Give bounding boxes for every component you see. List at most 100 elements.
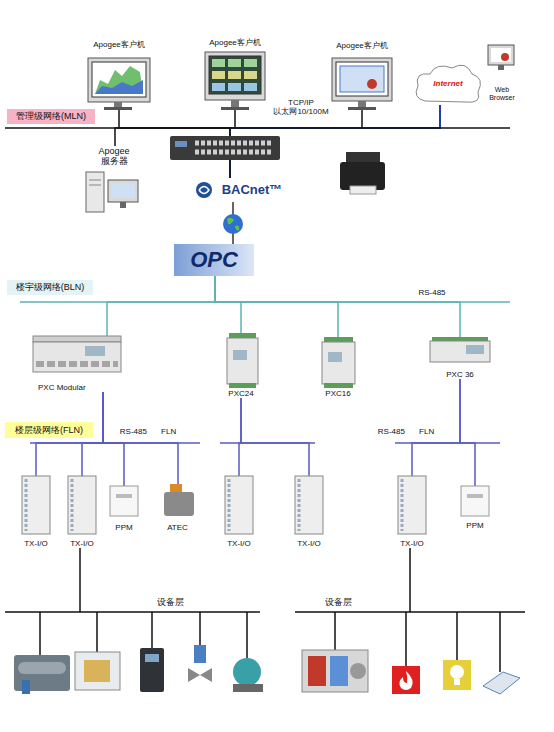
bus-connector bbox=[119, 110, 230, 178]
bln-bus bbox=[20, 301, 510, 303]
node-label: BACnet™ bbox=[222, 183, 283, 198]
equipment-bus bbox=[295, 611, 525, 613]
device-node: TX-I/O bbox=[18, 476, 54, 548]
node-label: TX-I/O bbox=[297, 539, 321, 548]
node-label: Internet bbox=[433, 79, 462, 88]
atec-body bbox=[164, 492, 194, 516]
bus-connector bbox=[107, 276, 215, 336]
node-label: Apogee客户机 bbox=[336, 41, 388, 50]
sensor bbox=[483, 672, 520, 694]
node-label: Apogee 服务器 bbox=[89, 146, 139, 167]
node-label: TX-I/O bbox=[400, 539, 424, 548]
ethernet-switch bbox=[170, 136, 280, 160]
bus-connector bbox=[241, 398, 309, 476]
monitor-stand bbox=[114, 102, 122, 108]
device-node: TX-I/O bbox=[221, 476, 257, 548]
air-handler bbox=[75, 652, 120, 690]
device-node: TX-I/O bbox=[291, 476, 327, 548]
monitor-stand bbox=[231, 100, 239, 107]
device-node: Internet bbox=[413, 62, 483, 105]
globe bbox=[223, 214, 243, 234]
network-label: 设备层 bbox=[150, 597, 190, 607]
screen-chart bbox=[95, 66, 143, 94]
printer-body bbox=[340, 162, 385, 190]
node-label: OPC bbox=[190, 247, 238, 272]
fire-icon bbox=[392, 666, 420, 694]
field-wire bbox=[39, 612, 41, 655]
node-label: Web Browser bbox=[482, 86, 522, 102]
device-node: PPM bbox=[105, 486, 143, 532]
screen-window bbox=[340, 66, 384, 92]
device-node: 管理级网络(MLN) bbox=[7, 109, 95, 124]
field-wire bbox=[499, 612, 501, 672]
node-label: 楼层级网络(FLN) bbox=[15, 425, 83, 435]
controller-rail bbox=[33, 336, 121, 342]
controller-body bbox=[322, 342, 355, 384]
device-node: TX-I/O bbox=[64, 476, 100, 548]
io-terminals bbox=[228, 479, 231, 531]
io-module bbox=[68, 476, 96, 534]
controller-modules bbox=[36, 361, 118, 367]
monitor-frame bbox=[88, 58, 150, 102]
terminal-strip bbox=[432, 337, 488, 342]
monitor-base bbox=[221, 107, 249, 110]
device-node: ATEC bbox=[155, 484, 200, 532]
bus-connector bbox=[215, 276, 460, 337]
network-label: RS-485 bbox=[412, 288, 452, 297]
lighting-icon bbox=[443, 660, 471, 690]
node-label: Apogee客户机 bbox=[93, 40, 145, 49]
bus-connector bbox=[215, 276, 241, 333]
equipment-bus bbox=[5, 611, 260, 613]
monitor-screen bbox=[336, 62, 388, 96]
node-label: Apogee客户机 bbox=[209, 38, 261, 47]
monitor-frame bbox=[488, 45, 514, 65]
mln-bus bbox=[5, 127, 510, 129]
screen-tiles bbox=[212, 71, 258, 79]
monitor-base bbox=[348, 107, 376, 110]
field-wire bbox=[405, 612, 407, 666]
terminal-strip bbox=[324, 337, 353, 343]
monitor-stand bbox=[358, 101, 366, 107]
chiller bbox=[14, 655, 70, 691]
monitor-frame bbox=[205, 52, 265, 100]
bus-connector bbox=[103, 392, 124, 486]
device-node: BACnet™ bbox=[192, 178, 292, 202]
vfd-drive bbox=[140, 648, 164, 692]
node-label: ATEC bbox=[167, 523, 188, 532]
screen-icon bbox=[367, 79, 377, 89]
valve-actuator bbox=[194, 645, 206, 663]
node-label: TX-I/O bbox=[70, 539, 94, 548]
monitor-screen bbox=[209, 56, 261, 94]
vfd-display bbox=[145, 654, 159, 662]
controller-display bbox=[466, 345, 484, 354]
chiller-shell bbox=[18, 662, 66, 674]
switch-ports bbox=[195, 150, 272, 155]
printer-top bbox=[346, 152, 380, 164]
bus-connector bbox=[115, 128, 230, 178]
bus-connector bbox=[103, 392, 178, 484]
network-label: RS-485 FLN bbox=[364, 427, 448, 436]
node-label: PXC Modular bbox=[38, 383, 86, 392]
io-terminals bbox=[71, 479, 74, 531]
field-wire bbox=[246, 612, 248, 658]
controller-display bbox=[328, 352, 342, 362]
server-tower bbox=[86, 172, 104, 212]
flame bbox=[399, 671, 412, 690]
field-wire bbox=[151, 612, 153, 648]
monitor-screen bbox=[92, 62, 146, 97]
fln-bus bbox=[220, 442, 315, 444]
air-handler bbox=[302, 650, 368, 692]
screen-chart bbox=[95, 80, 143, 94]
io-module bbox=[295, 476, 323, 534]
valve-body bbox=[188, 668, 212, 682]
device-node: PXC Modular bbox=[30, 336, 125, 392]
device-node: PPM bbox=[455, 486, 495, 530]
device-node: TX-I/O bbox=[394, 476, 430, 548]
field-wire bbox=[409, 548, 411, 612]
device-node: Apogee客户机 bbox=[325, 41, 399, 110]
node-label: PXC24 bbox=[228, 389, 253, 398]
device-node: PXC 36 bbox=[428, 337, 492, 379]
controller-body bbox=[430, 341, 490, 362]
globe-land bbox=[227, 218, 239, 231]
monitor-frame bbox=[108, 180, 138, 202]
